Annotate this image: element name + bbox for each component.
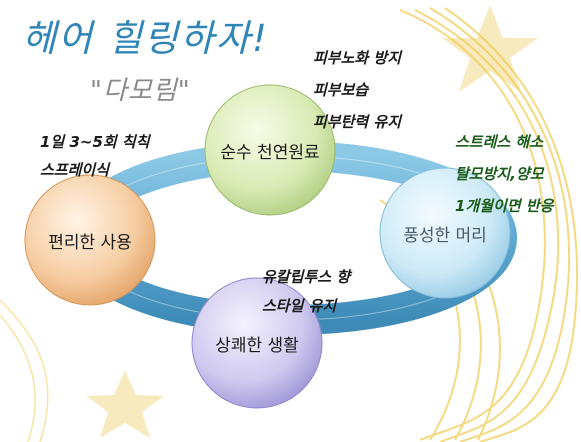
node-circle-life [191, 277, 323, 409]
note-hair-3: 1개월이면 반응 [455, 197, 554, 215]
note-hair-2: 탈모방지,양모 [455, 165, 544, 183]
node-circle-hair [379, 167, 511, 299]
node-label-life: 상쾌한 생활 [215, 336, 299, 356]
note-life-1: 유칼립투스 향 [262, 268, 351, 286]
node-label-usage: 편리한 사용 [48, 233, 132, 253]
note-usage-2: 스프레이식 [40, 161, 110, 179]
note-skin-3: 피부탄력 유지 [313, 113, 402, 131]
star-decoration-bottom-left [86, 370, 164, 438]
page-title: 헤어 힐링하자! [22, 17, 269, 60]
node-circle-natural [204, 84, 336, 216]
node-label-hair: 풍성한 머리 [403, 226, 487, 246]
node-circle-usage [24, 174, 156, 306]
note-life-2: 스타일 유지 [262, 297, 337, 315]
star-decoration-top-right [442, 5, 538, 92]
swirl-decoration-left [0, 299, 49, 442]
node-label-natural: 순수 천연원료 [220, 143, 320, 163]
note-usage-1: 1일 3~5회 칙칙 [40, 133, 150, 151]
note-hair-1: 스트레스 해소 [455, 133, 544, 151]
note-skin-1: 피부노화 방지 [313, 49, 402, 67]
note-skin-2: 피부보습 [313, 81, 369, 99]
brand-subtitle: "다모림" [90, 76, 191, 106]
